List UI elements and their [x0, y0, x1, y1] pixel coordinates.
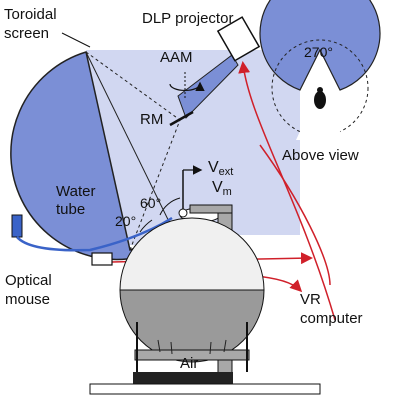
label-optical: Optical	[5, 272, 52, 289]
air-jets	[157, 339, 227, 355]
base-plate	[133, 372, 233, 384]
label-aam: AAM	[160, 49, 193, 66]
signal-projector-to-vr	[238, 61, 336, 321]
air-suspended-ball	[119, 217, 265, 363]
label-angle-20: 20°	[115, 213, 136, 229]
mirror-icon	[169, 110, 194, 127]
projection-light-region	[86, 50, 300, 245]
label-270: 270°	[304, 44, 333, 60]
angle-arc-20	[139, 219, 153, 233]
angle-arc-60	[159, 197, 181, 216]
water-reservoir-icon	[11, 214, 23, 238]
label-screen: screen	[4, 25, 49, 42]
signal-aboveview-to-vr	[259, 144, 331, 286]
mouse-icon	[314, 91, 326, 109]
label-angle-60: 60°	[140, 195, 161, 211]
aam-axis-arc	[169, 81, 205, 92]
label-air: Air	[180, 355, 198, 372]
label-computer: computer	[300, 310, 363, 327]
above-view-inset	[259, 0, 381, 140]
projector-icon	[216, 16, 261, 62]
label-vm: Vm	[212, 179, 232, 198]
label-water: Water	[56, 183, 95, 200]
label-vr: VR	[300, 291, 321, 308]
projection-ray-dashed-2	[129, 119, 181, 251]
ball-holder	[134, 349, 250, 361]
label-dlp-projector: DLP projector	[142, 10, 233, 27]
optical-sensor-icon	[91, 252, 113, 266]
label-tube: tube	[56, 201, 85, 218]
label-vext: Vext	[208, 159, 233, 178]
above-view-cut	[296, 88, 344, 140]
label-mouse: mouse	[5, 291, 50, 308]
projection-ray-dashed	[85, 51, 181, 121]
water-tube-line	[16, 216, 173, 252]
label-toroidal: Toroidal	[4, 6, 57, 23]
label-above-view: Above view	[282, 147, 359, 164]
label-rm: RM	[140, 111, 163, 128]
